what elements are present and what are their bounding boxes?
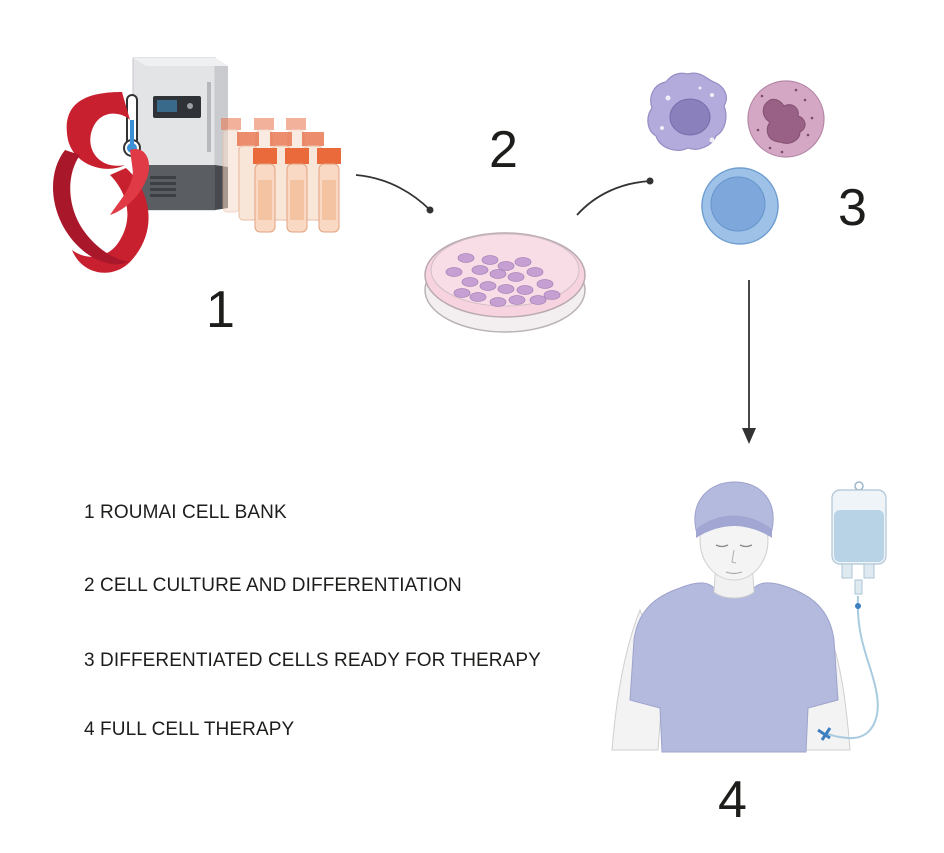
iv-bag-icon [817,481,887,741]
patient-icon [611,481,851,753]
step-number-4: 4 [718,771,747,829]
step-number-1: 1 [206,281,235,339]
step-number-2: 2 [489,121,518,179]
petri-dish-icon [424,232,586,333]
lymphocyte-icon [701,167,779,245]
arrow-3-4 [742,280,756,444]
connector-1-2 [355,174,434,214]
connector-2-3 [576,177,654,216]
freezer-icon [132,57,228,211]
macrophage-icon [647,72,727,151]
legend-step-4: 4 FULL CELL THERAPY [84,719,295,740]
neutrophil-icon [747,80,825,158]
legend-step-1: 1 ROUMAI CELL BANK [84,502,287,523]
thermometer-icon [123,94,141,157]
legend-step-3: 3 DIFFERENTIATED CELLS READY FOR THERAPY [84,650,541,671]
ribbon-logo [53,92,150,273]
cryovial-rack [221,118,341,233]
step-number-3: 3 [838,179,867,237]
legend-step-2: 2 CELL CULTURE AND DIFFERENTIATION [84,575,462,596]
